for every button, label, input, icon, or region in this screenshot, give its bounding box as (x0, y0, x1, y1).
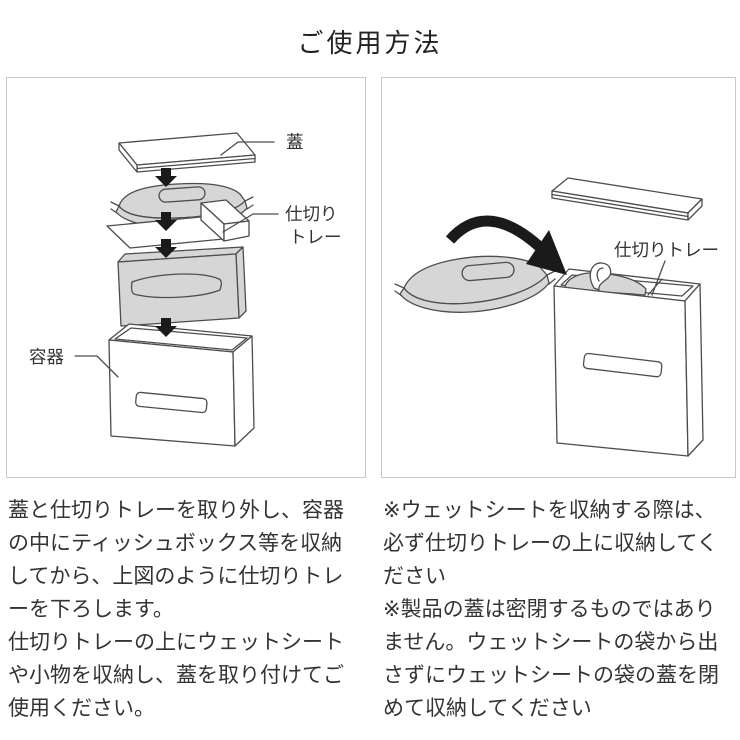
caption-right: ※ウェットシートを収納する際は、必ず仕切りトレーの上に収納してください ※製品の… (383, 494, 732, 725)
down-arrow-icon (155, 212, 177, 231)
wet-sheet-pack-drawing (394, 255, 556, 313)
down-arrow-icon (155, 168, 177, 187)
caption-right-note2: ※製品の蓋は密閉するものではありません。ウェットシートの袋から出さずにウェットシ… (383, 598, 719, 720)
sheet-flap (589, 262, 612, 291)
curved-arrow-icon (445, 215, 567, 275)
diagram-panels: 蓋 仕切り トレー 容器 (0, 77, 740, 478)
wet-sheet-insertion-diagram: 仕切りトレー (394, 177, 719, 457)
caption-left-paragraph2: 仕切りトレーの上にウェットシートや小物を収納し、蓋を取り付けてご使用ください。 (8, 631, 344, 720)
down-arrows (155, 168, 177, 337)
label-divider-tray: 仕切り トレー (222, 204, 342, 247)
exploded-assembly-diagram: 蓋 仕切り トレー 容器 (29, 132, 342, 447)
down-arrow-icon (155, 318, 177, 337)
tray-label-line1: 仕切り (285, 204, 338, 224)
label-lid: 蓋 (220, 132, 304, 156)
tray-label-text: 仕切りトレー (614, 240, 719, 260)
caption-left-paragraph1: 蓋と仕切りトレーを取り外し、容器の中にティッシュボックス等を収納してから、上図の… (8, 499, 344, 621)
lid-drawing (118, 132, 256, 173)
panel-wet-sheet-insertion: 仕切りトレー (381, 77, 736, 478)
lid-drawing (551, 177, 703, 221)
caption-left: 蓋と仕切りトレーを取り外し、容器の中にティッシュボックス等を収納してから、上図の… (8, 494, 360, 725)
caption-right-note1: ※ウェットシートを収納する際は、必ず仕切りトレーの上に収納してください (383, 499, 718, 588)
label-divider-tray: 仕切りトレー (614, 240, 719, 296)
panel-exploded-assembly: 蓋 仕切り トレー 容器 (6, 77, 366, 478)
container-drawing (108, 323, 255, 447)
container-label-text: 容器 (29, 347, 64, 367)
page-title: ご使用方法 (297, 28, 443, 58)
divider-tray-drawing (106, 199, 250, 249)
tray-label-line2: トレー (289, 227, 342, 247)
container-drawing (553, 262, 704, 457)
label-container: 容器 (29, 347, 119, 378)
caption-row: 蓋と仕切りトレーを取り外し、容器の中にティッシュボックス等を収納してから、上図の… (0, 494, 740, 725)
tissue-box-drawing (117, 246, 247, 327)
lid-label-text: 蓋 (286, 132, 304, 152)
down-arrow-icon (155, 239, 177, 258)
